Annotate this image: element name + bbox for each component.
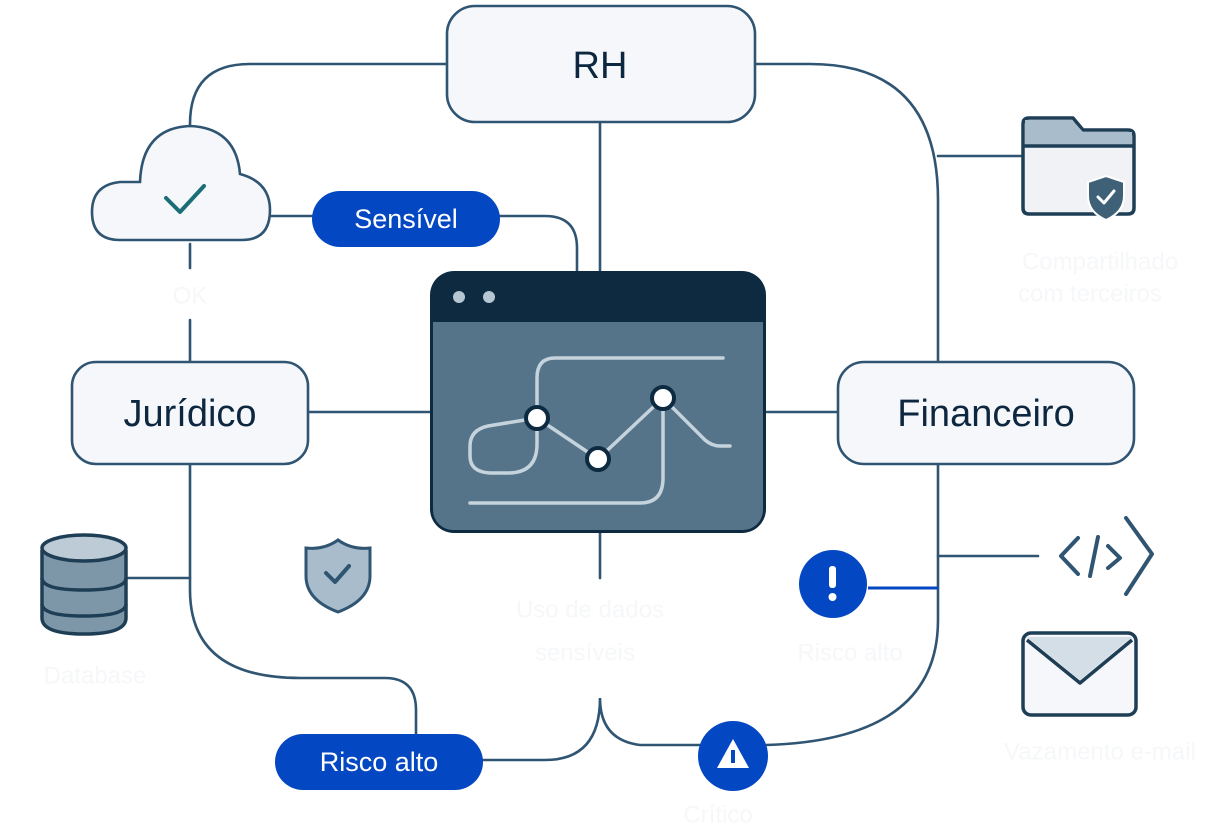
code-icon: [1059, 516, 1154, 596]
folder-caption-line1: Compartilhado: [1022, 249, 1178, 276]
connector-rh-cloud: [188, 62, 449, 130]
window-body: [433, 322, 763, 530]
connectors: [126, 62, 1040, 762]
badge-risco-alto-pill: [275, 734, 483, 790]
chart-point: [650, 385, 676, 411]
center-caption-line2: sensíveis: [535, 640, 635, 667]
cloud-check-icon: [90, 124, 272, 242]
warning-badge[interactable]: [698, 721, 768, 791]
connector-rh-financeiro: [751, 62, 940, 364]
node-juridico-label: Jurídico: [123, 393, 256, 435]
node-rh-label: RH: [573, 45, 628, 87]
badge-sensivel-label: Sensível: [354, 204, 458, 234]
central-dashboard[interactable]: [430, 271, 766, 533]
warning-caption: Crítico: [683, 802, 752, 829]
node-juridico-box: [70, 360, 310, 466]
folder-caption-line2: com terceiros: [1018, 281, 1162, 308]
exclamation-dot: [828, 593, 837, 601]
envelope-icon: [1021, 631, 1138, 717]
connector-warning-financeiro: [764, 462, 940, 747]
node-rh[interactable]: RH: [445, 4, 757, 124]
node-juridico[interactable]: Jurídico: [70, 360, 310, 466]
database-icon: [40, 533, 128, 636]
node-financeiro[interactable]: Financeiro: [836, 360, 1136, 466]
database-caption: Database: [44, 663, 147, 690]
alert-badge[interactable]: [799, 550, 867, 618]
badge-risco-alto-label: Risco alto: [320, 747, 439, 777]
window-body-top: [433, 322, 763, 342]
shield-check-icon: [304, 538, 372, 614]
connector-sensivel-central: [496, 214, 579, 274]
node-rh-box: [445, 4, 757, 124]
badge-sensivel[interactable]: Sensível: [312, 191, 500, 247]
node-financeiro-label: Financeiro: [897, 393, 1074, 435]
chart-point: [585, 446, 611, 472]
connector-risco-merge: [480, 697, 702, 762]
exclamation-icon: [829, 566, 836, 588]
center-caption-line1: Uso de dados: [516, 597, 664, 624]
warning-mark: [731, 750, 735, 763]
chart-lines-icon: [468, 356, 732, 505]
badge-risco-alto[interactable]: Risco alto: [275, 734, 483, 790]
window-dot-1: [453, 291, 465, 303]
connector-juridico-down: [188, 462, 418, 737]
folder-shield-icon: [1021, 116, 1136, 222]
mail-caption: Vazamento e-mail: [1004, 739, 1196, 766]
shield-icon: [1087, 174, 1125, 222]
window-dot-2: [483, 291, 495, 303]
cloud-caption: OK: [173, 283, 208, 310]
alert-caption: Risco alto: [797, 640, 902, 667]
badge-sensivel-pill: [312, 191, 500, 247]
chart-point: [524, 405, 550, 431]
node-financeiro-box: [836, 360, 1136, 466]
check-icon: [164, 184, 206, 214]
